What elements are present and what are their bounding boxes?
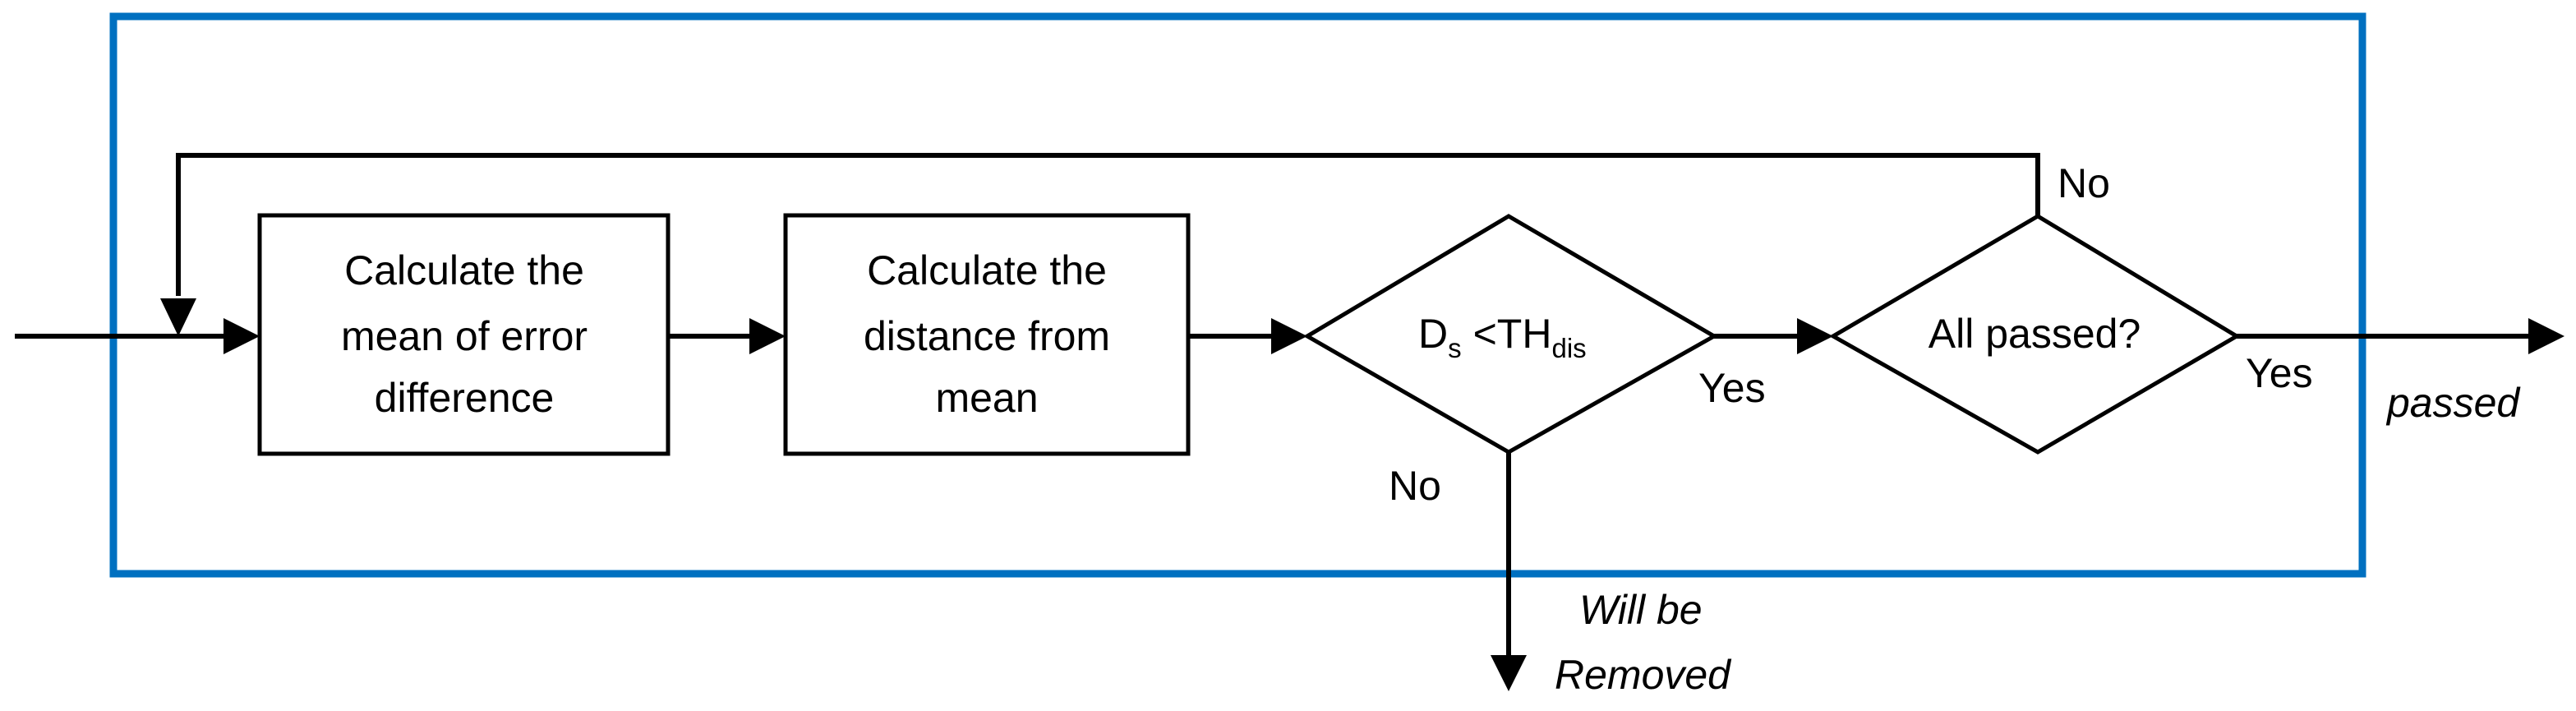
threshold-d: D	[1418, 311, 1448, 357]
decision-all-passed: All passed?	[1828, 214, 2241, 455]
removed-output-line1: Will be	[1579, 587, 1703, 633]
passed-output-label: passed	[2385, 380, 2521, 426]
distance-line2: distance from	[864, 313, 1110, 359]
all-passed-text: All passed?	[1929, 311, 2141, 357]
threshold-yes-label: Yes	[1698, 365, 1766, 411]
arrowhead-into-distance-box	[749, 318, 786, 354]
distance-line1: Calculate the	[867, 247, 1107, 293]
process-box-mean-error: Calculate the mean of error difference	[257, 213, 670, 456]
all-passed-no-label: No	[2058, 160, 2110, 206]
all-passed-yes-label: Yes	[2246, 350, 2313, 396]
feedback-loop-connector	[176, 153, 2040, 296]
threshold-condition: Ds <THdis	[1418, 311, 1587, 363]
removed-output-line2: Removed	[1555, 652, 1732, 698]
distance-line3: mean	[935, 375, 1038, 421]
arrowhead-into-mean-box	[223, 318, 260, 354]
mean-error-line2: mean of error	[341, 313, 588, 359]
arrowhead-into-all-passed	[1797, 318, 1833, 354]
threshold-d-subscript: s	[1448, 333, 1462, 363]
threshold-th-subscript: dis	[1551, 333, 1586, 363]
arrowhead-feedback-loop	[160, 298, 196, 336]
arrowhead-passed-output	[2528, 318, 2564, 354]
process-box-distance: Calculate the distance from mean	[783, 213, 1191, 456]
decision-threshold: Ds <THdis	[1303, 214, 1719, 455]
mean-error-line1: Calculate the	[344, 247, 584, 293]
mean-error-line3: difference	[375, 375, 555, 421]
threshold-operator: <TH	[1473, 311, 1552, 357]
arrowhead-removed-output	[1491, 655, 1527, 691]
process-frame	[109, 12, 2366, 578]
arrowhead-into-threshold	[1271, 318, 1307, 354]
threshold-no-label: No	[1389, 463, 1441, 509]
